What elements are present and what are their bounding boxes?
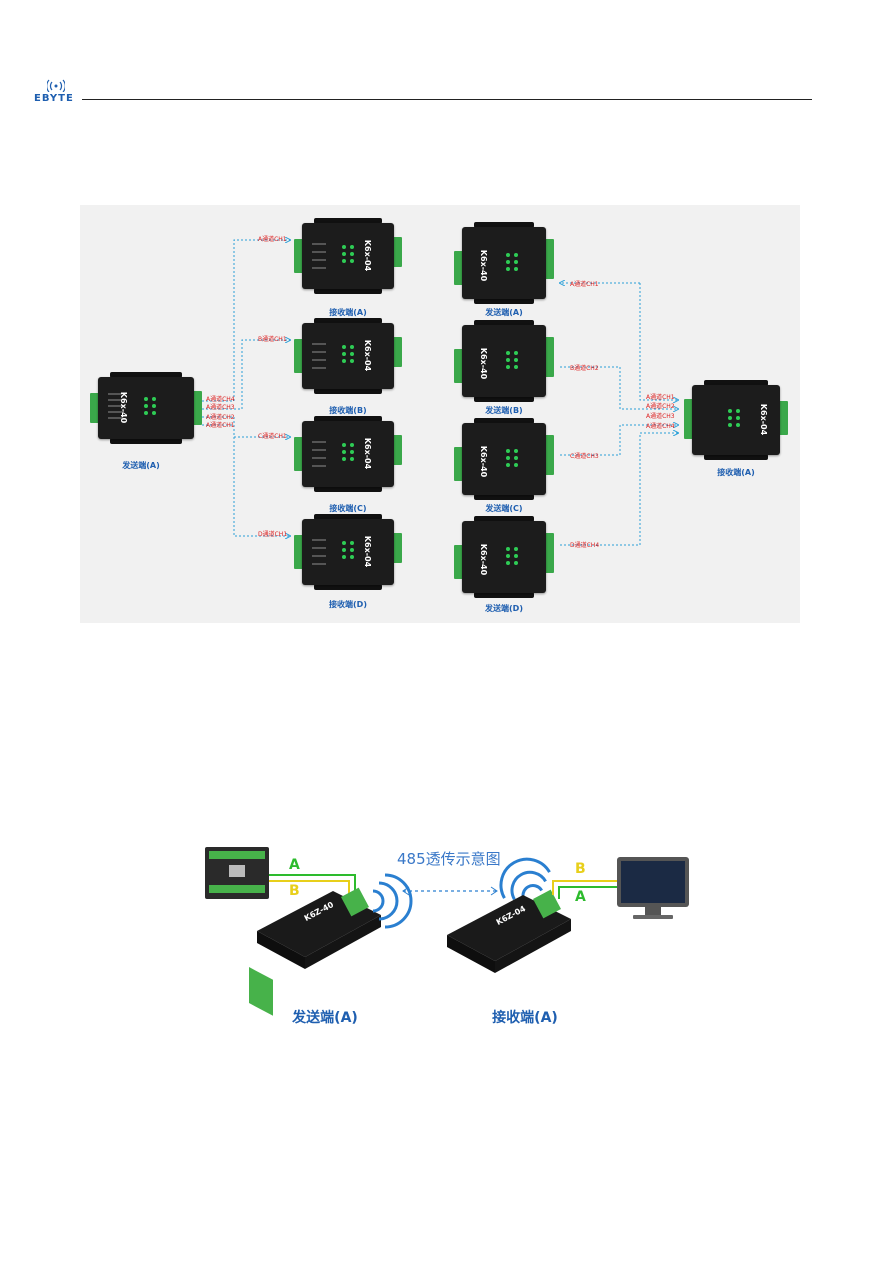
sender-label: 发送端(B) xyxy=(485,406,523,415)
wire-b-label: B xyxy=(575,861,586,877)
wifi-icon xyxy=(372,873,413,929)
receiver-device-c: K6x-04 xyxy=(294,416,402,492)
sender-device-c-right: K6x-40 xyxy=(454,418,554,500)
channel-label: D通道CH4 xyxy=(570,542,600,549)
receiver-label: 接收端(A) xyxy=(329,308,367,317)
brand-name: EBYTE xyxy=(34,93,74,104)
sender-label: 发送端(D) xyxy=(485,604,523,613)
receiver-label: 接收端(D) xyxy=(329,600,367,609)
sender-device-a: K6x-40 xyxy=(90,372,202,444)
model-name: K6x-40 xyxy=(479,249,489,282)
channel-label: A通道CH1 xyxy=(570,281,599,288)
receiver-label: 接收端(A) xyxy=(492,1010,558,1026)
header-divider xyxy=(82,99,812,100)
channel-label: C通道CH1 xyxy=(258,433,287,440)
channel-label: A通道CH3 xyxy=(206,404,235,411)
sender-label: 发送端(A) xyxy=(485,308,523,317)
wireless-icon xyxy=(47,79,65,92)
wire-a-label: A xyxy=(575,889,586,905)
model-name: K6x-04 xyxy=(363,239,373,272)
channel-label: A通道CH2 xyxy=(646,403,675,410)
rs485-graphics xyxy=(205,847,689,1016)
model-name: K6x-04 xyxy=(759,403,769,436)
model-name: K6x-04 xyxy=(363,535,373,568)
sender-device-b-right: K6x-40 xyxy=(454,320,554,402)
channel-label: C通道CH3 xyxy=(570,453,599,460)
model-name: K6x-40 xyxy=(479,543,489,576)
channel-label: B通道CH2 xyxy=(570,365,599,372)
model-name: K6x-40 xyxy=(479,445,489,478)
channel-label: A通道CH4 xyxy=(646,423,675,430)
sender-label: 发送端(C) xyxy=(485,504,523,513)
receiver-device-b: K6x-04 xyxy=(294,318,402,394)
sender-device-a-right: K6x-40 xyxy=(454,222,554,304)
receiver-label: 接收端(C) xyxy=(329,504,367,513)
channel-label: A通道CH1 xyxy=(258,236,287,243)
sender-device-d-right: K6x-40 xyxy=(454,516,554,598)
receiver-label: 接收端(A) xyxy=(717,468,755,477)
channel-label: A通道CH2 xyxy=(206,414,235,421)
diagram-title: 485透传示意图 xyxy=(397,850,501,868)
channel-label: B通道CH1 xyxy=(258,336,287,343)
channel-label: A通道CH1 xyxy=(646,394,675,401)
model-name: K6x-04 xyxy=(363,339,373,372)
model-name: K6x-40 xyxy=(119,391,129,424)
rs485-diagram: A B B A K6Z-40 K6Z-04 发送端(A) 接收端(A) xyxy=(185,835,705,1035)
receiver-device-a-right: K6x-04 xyxy=(684,380,788,460)
channel-label: A通道CH3 xyxy=(646,413,675,420)
network-diagram: K6x-40 发送端(A) A通道CH4 A通道CH3 A通道CH2 A通道CH… xyxy=(80,205,800,623)
receiver-label: 接收端(B) xyxy=(329,406,367,415)
sender-label: 发送端(A) xyxy=(292,1010,358,1026)
connection-lines xyxy=(202,205,800,546)
receiver-device-a: K6x-04 xyxy=(294,218,402,294)
ebyte-logo: EBYTE xyxy=(34,78,78,106)
channel-label: A通道CH1 xyxy=(206,422,235,429)
wire-a-label: A xyxy=(289,857,300,873)
channel-label: D通道CH1 xyxy=(258,531,288,538)
receiver-device-d: K6x-04 xyxy=(294,514,402,590)
sender-label: 发送端(A) xyxy=(122,461,160,470)
model-name: K6x-40 xyxy=(479,347,489,380)
model-name: K6x-04 xyxy=(363,437,373,470)
wire-b-label: B xyxy=(289,883,300,899)
channel-label: A通道CH4 xyxy=(206,396,235,403)
